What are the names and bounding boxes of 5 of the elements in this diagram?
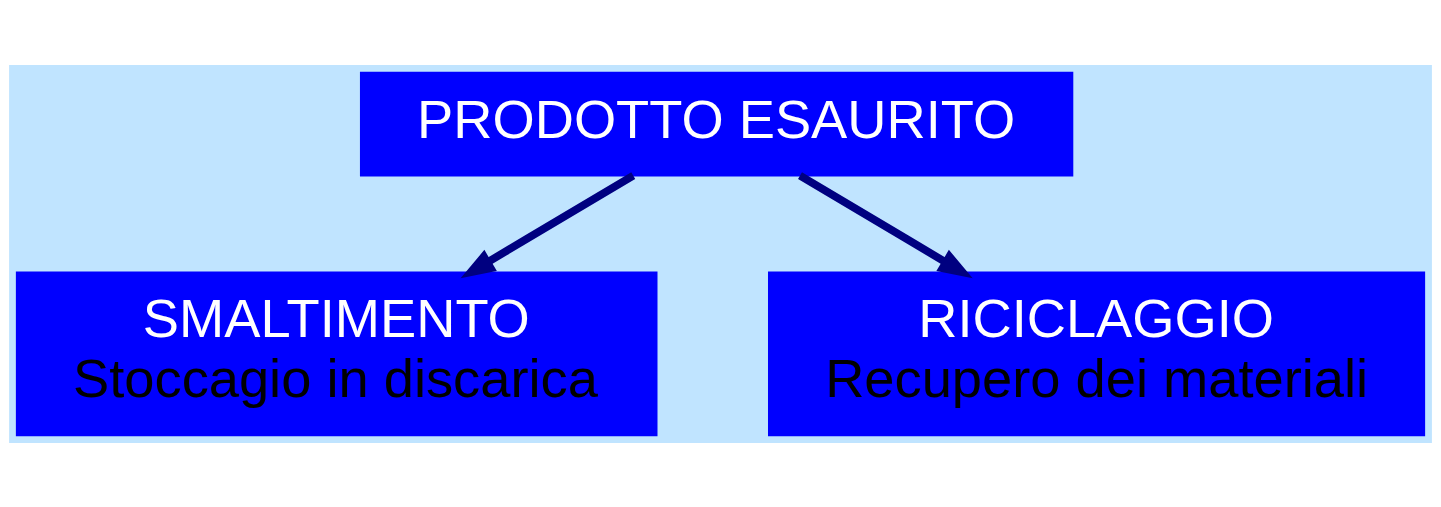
node-box: PRODOTTO ESAURITO [359,71,1074,176]
arrow [798,171,973,278]
node-box: RICICLAGGIO Recupero dei materiali [768,270,1426,436]
node-box: SMALTIMENTO Stoccagio in discarica [15,270,658,436]
arrow [460,171,636,278]
